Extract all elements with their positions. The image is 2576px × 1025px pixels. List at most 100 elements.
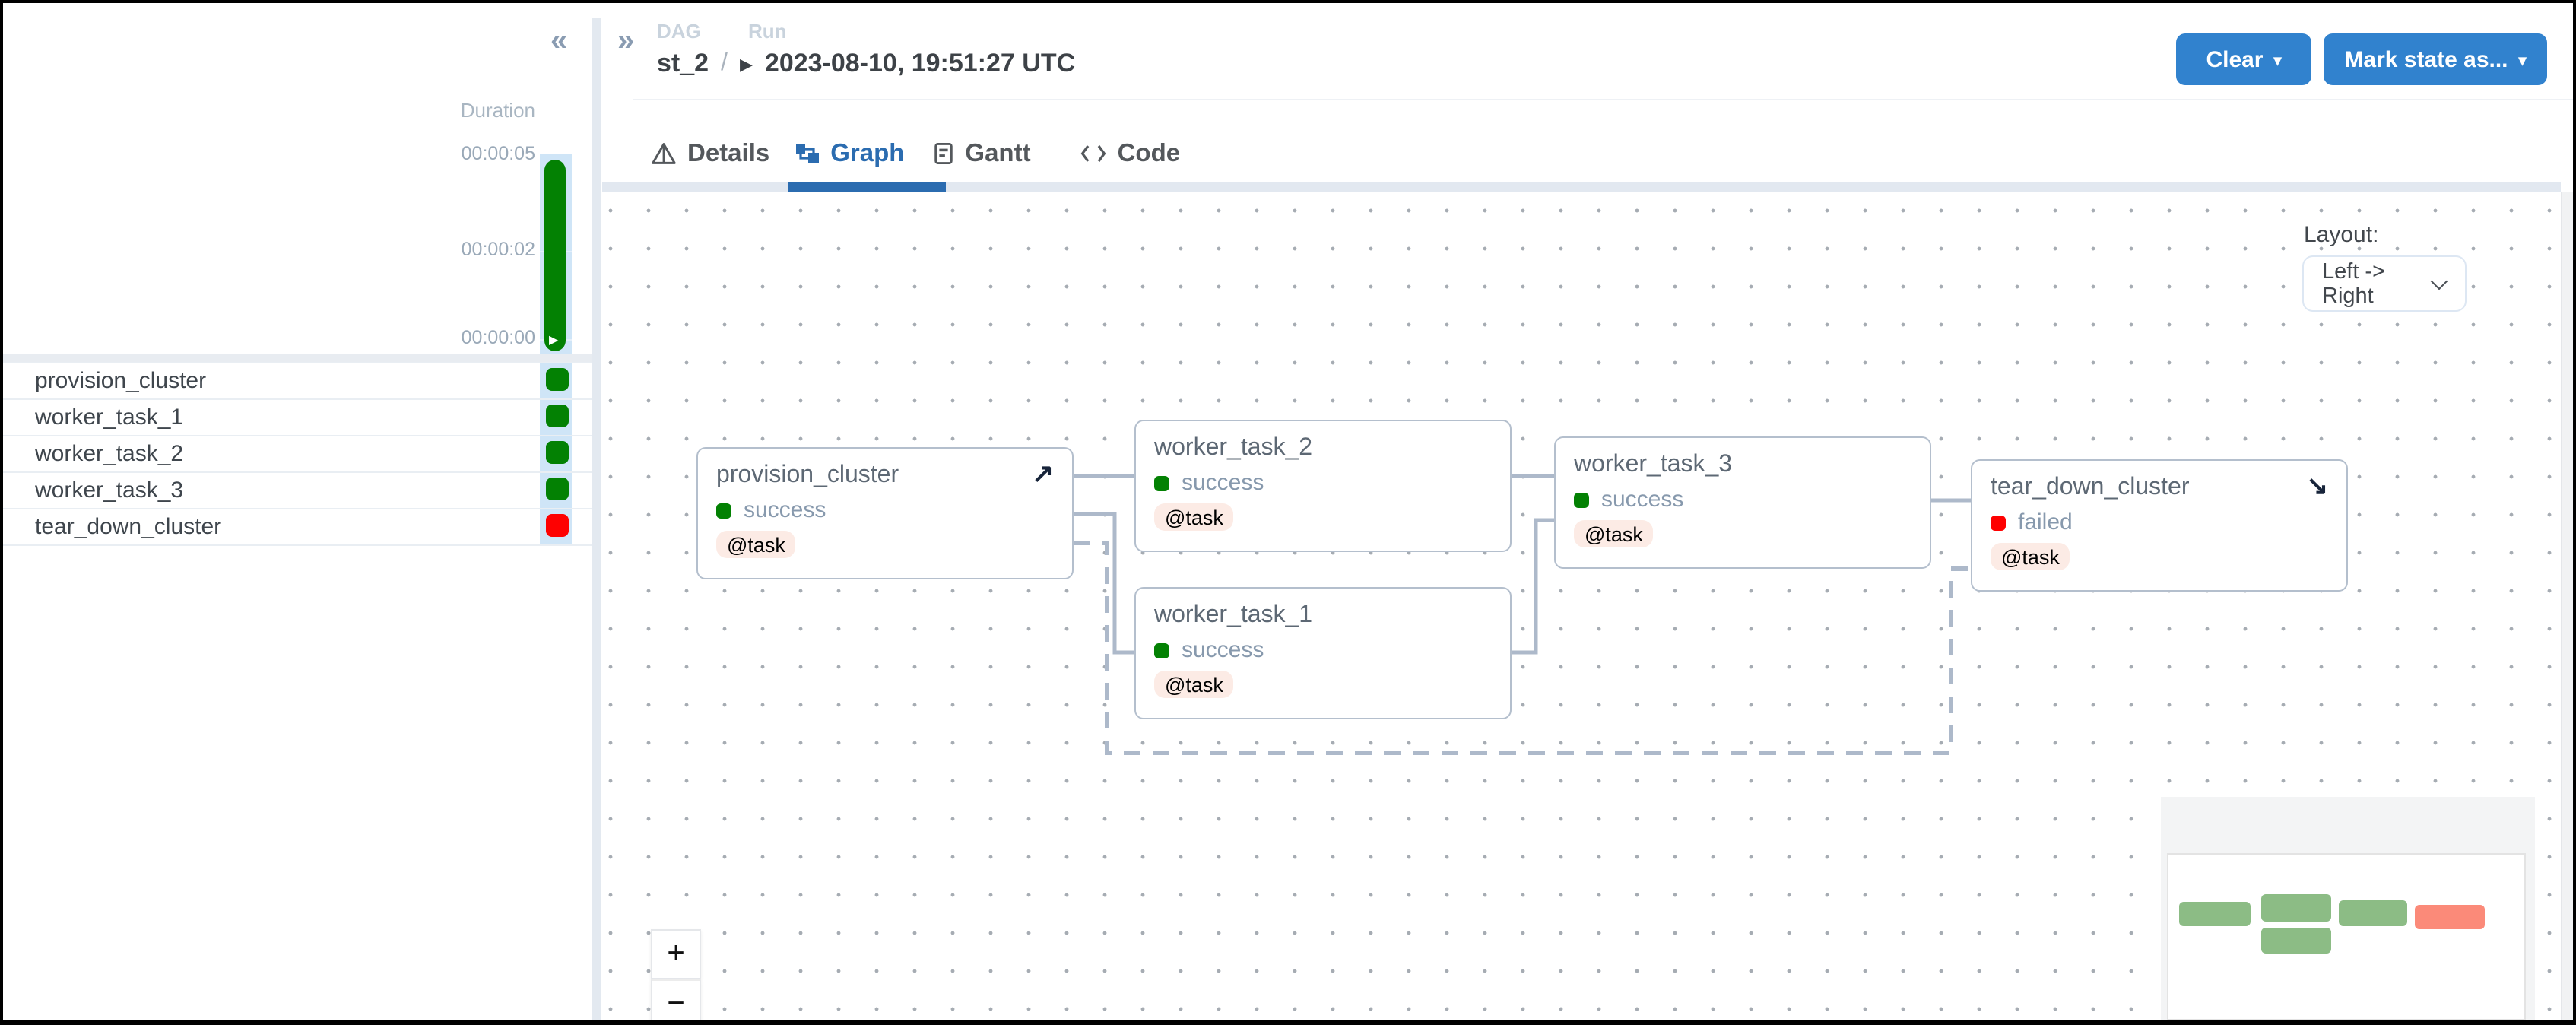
task-instance-square-tear-down-cluster[interactable] [546,514,569,537]
task-decorator-badge: @task [1154,671,1234,698]
dag-run-duration-bar[interactable]: ▶ [544,160,566,351]
minimap-node-worker-task-2 [2261,894,2331,922]
status-label: failed [2018,509,2073,535]
panel-splitter[interactable] [592,18,601,1020]
task-instance-square-worker-task-3[interactable] [546,478,569,500]
duration-tick-1: 00:00:02 [461,239,535,260]
task-decorator-badge: @task [1154,503,1234,531]
code-icon [1080,143,1107,164]
tab-code[interactable]: Code [1080,139,1181,168]
edge-provision-to-worker1 [1074,512,1134,655]
breadcrumb-dag-label: DAG [657,20,701,43]
minimap-node-provision-cluster [2179,902,2251,926]
task-decorator-badge: @task [716,531,796,558]
task-name: worker_task_1 [35,405,184,430]
setup-task-arrow-icon: ↗ [1032,459,1055,488]
status-label: success [1182,637,1264,663]
minimap-node-worker-task-1 [2261,928,2331,954]
caret-down-icon: ▾ [2273,52,2282,69]
task-name: worker_task_3 [35,478,184,503]
mark-state-button-label: Mark state as... [2344,46,2508,72]
minimap-node-tear-down-cluster [2415,905,2485,929]
layout-label: Layout: [2304,222,2379,248]
tab-details-label: Details [687,139,770,167]
task-row-worker-task-2[interactable]: worker_task_2 [3,435,592,471]
tab-gantt[interactable]: Gantt [931,139,1031,168]
task-name: worker_task_2 [35,441,184,467]
breadcrumb-separator: / [721,50,728,76]
tab-details[interactable]: Details [651,139,769,168]
expand-panel-icon[interactable]: » [617,24,635,58]
clear-button-label: Clear [2206,46,2264,72]
vertical-scrollbar[interactable] [2561,192,2573,1020]
status-chip [1574,492,1589,507]
node-title: provision_cluster [716,462,899,488]
graph-node-worker-task-3[interactable]: worker_task_3 success @task [1554,436,1931,569]
dag-id[interactable]: st_2 [657,49,709,78]
node-title: tear_down_cluster [1991,474,2190,500]
chevron-down-icon [2430,271,2448,290]
grid-panel: « Duration 00:00:05 00:00:02 00:00:00 ▶ … [3,3,592,1020]
task-decorator-badge: @task [1991,543,2070,570]
status-chip [1991,515,2006,530]
minimap-node-worker-task-3 [2339,900,2407,926]
warning-triangle-icon [651,141,677,166]
graph-icon [795,141,820,166]
header-divider [633,99,2573,100]
run-timestamp[interactable]: 2023-08-10, 19:51:27 UTC [764,49,1076,78]
status-chip [1154,643,1169,658]
node-title: worker_task_1 [1154,602,1313,628]
status-chip [716,503,731,518]
caret-down-icon: ▾ [2518,52,2527,69]
grid-separator [3,354,592,362]
tab-bar-border [602,182,2561,192]
status-label: success [1601,487,1684,512]
task-name: provision_cluster [35,368,207,394]
run-type-icon: ▶ [739,56,753,75]
task-name: tear_down_cluster [35,514,222,540]
tab-code-label: Code [1117,139,1181,167]
clear-button[interactable]: Clear ▾ [2176,33,2311,85]
graph-node-worker-task-2[interactable]: worker_task_2 success @task [1134,420,1512,552]
graph-minimap[interactable] [2161,797,2535,1020]
graph-node-tear-down-cluster[interactable]: tear_down_cluster ↘ failed @task [1971,459,2348,592]
status-label: success [1182,470,1264,496]
breadcrumb: st_2 / ▶ 2023-08-10, 19:51:27 UTC [657,46,1075,82]
layout-select[interactable]: Left -> Right [2302,255,2467,312]
tab-graph[interactable]: Graph [795,139,904,168]
duration-axis-title: Duration [460,99,535,122]
view-tabs: Details Graph Gantt Code [651,128,1180,179]
zoom-in-button[interactable]: + [651,929,701,979]
graph-canvas[interactable]: provision_cluster ↗ success @task worker… [602,192,2561,1020]
task-instance-square-provision-cluster[interactable] [546,368,569,391]
task-row-worker-task-1[interactable]: worker_task_1 [3,398,592,435]
layout-select-value: Left -> Right [2322,259,2386,308]
teardown-task-arrow-icon: ↘ [2306,471,2329,500]
airflow-app: « Duration 00:00:05 00:00:02 00:00:00 ▶ … [3,3,2573,1020]
status-label: success [744,497,826,523]
tab-gantt-label: Gantt [965,139,1031,167]
gantt-icon [931,141,954,166]
task-decorator-badge: @task [1574,520,1654,547]
mark-state-as-button[interactable]: Mark state as... ▾ [2324,33,2547,85]
task-row-tear-down-cluster[interactable]: tear_down_cluster [3,508,592,544]
node-title: worker_task_3 [1574,452,1733,478]
duration-tick-0: 00:00:05 [461,143,535,164]
zoom-out-button[interactable]: − [651,979,701,1020]
status-chip [1154,475,1169,490]
minimap-viewport [2167,853,2526,1020]
active-tab-underline [788,182,946,192]
task-row-worker-task-3[interactable]: worker_task_3 [3,471,592,508]
graph-node-worker-task-1[interactable]: worker_task_1 success @task [1134,587,1512,719]
graph-node-provision-cluster[interactable]: provision_cluster ↗ success @task [696,447,1074,579]
node-title: worker_task_2 [1154,435,1313,461]
task-row-provision-cluster[interactable]: provision_cluster [3,362,592,398]
collapse-panel-icon[interactable]: « [550,24,568,58]
breadcrumb-run-label: Run [748,20,787,43]
manual-run-icon: ▶ [549,333,559,347]
duration-tick-2: 00:00:00 [461,327,535,348]
task-instance-square-worker-task-1[interactable] [546,405,569,427]
task-instance-square-worker-task-2[interactable] [546,441,569,464]
edge-worker1-to-worker3 [1512,518,1554,655]
